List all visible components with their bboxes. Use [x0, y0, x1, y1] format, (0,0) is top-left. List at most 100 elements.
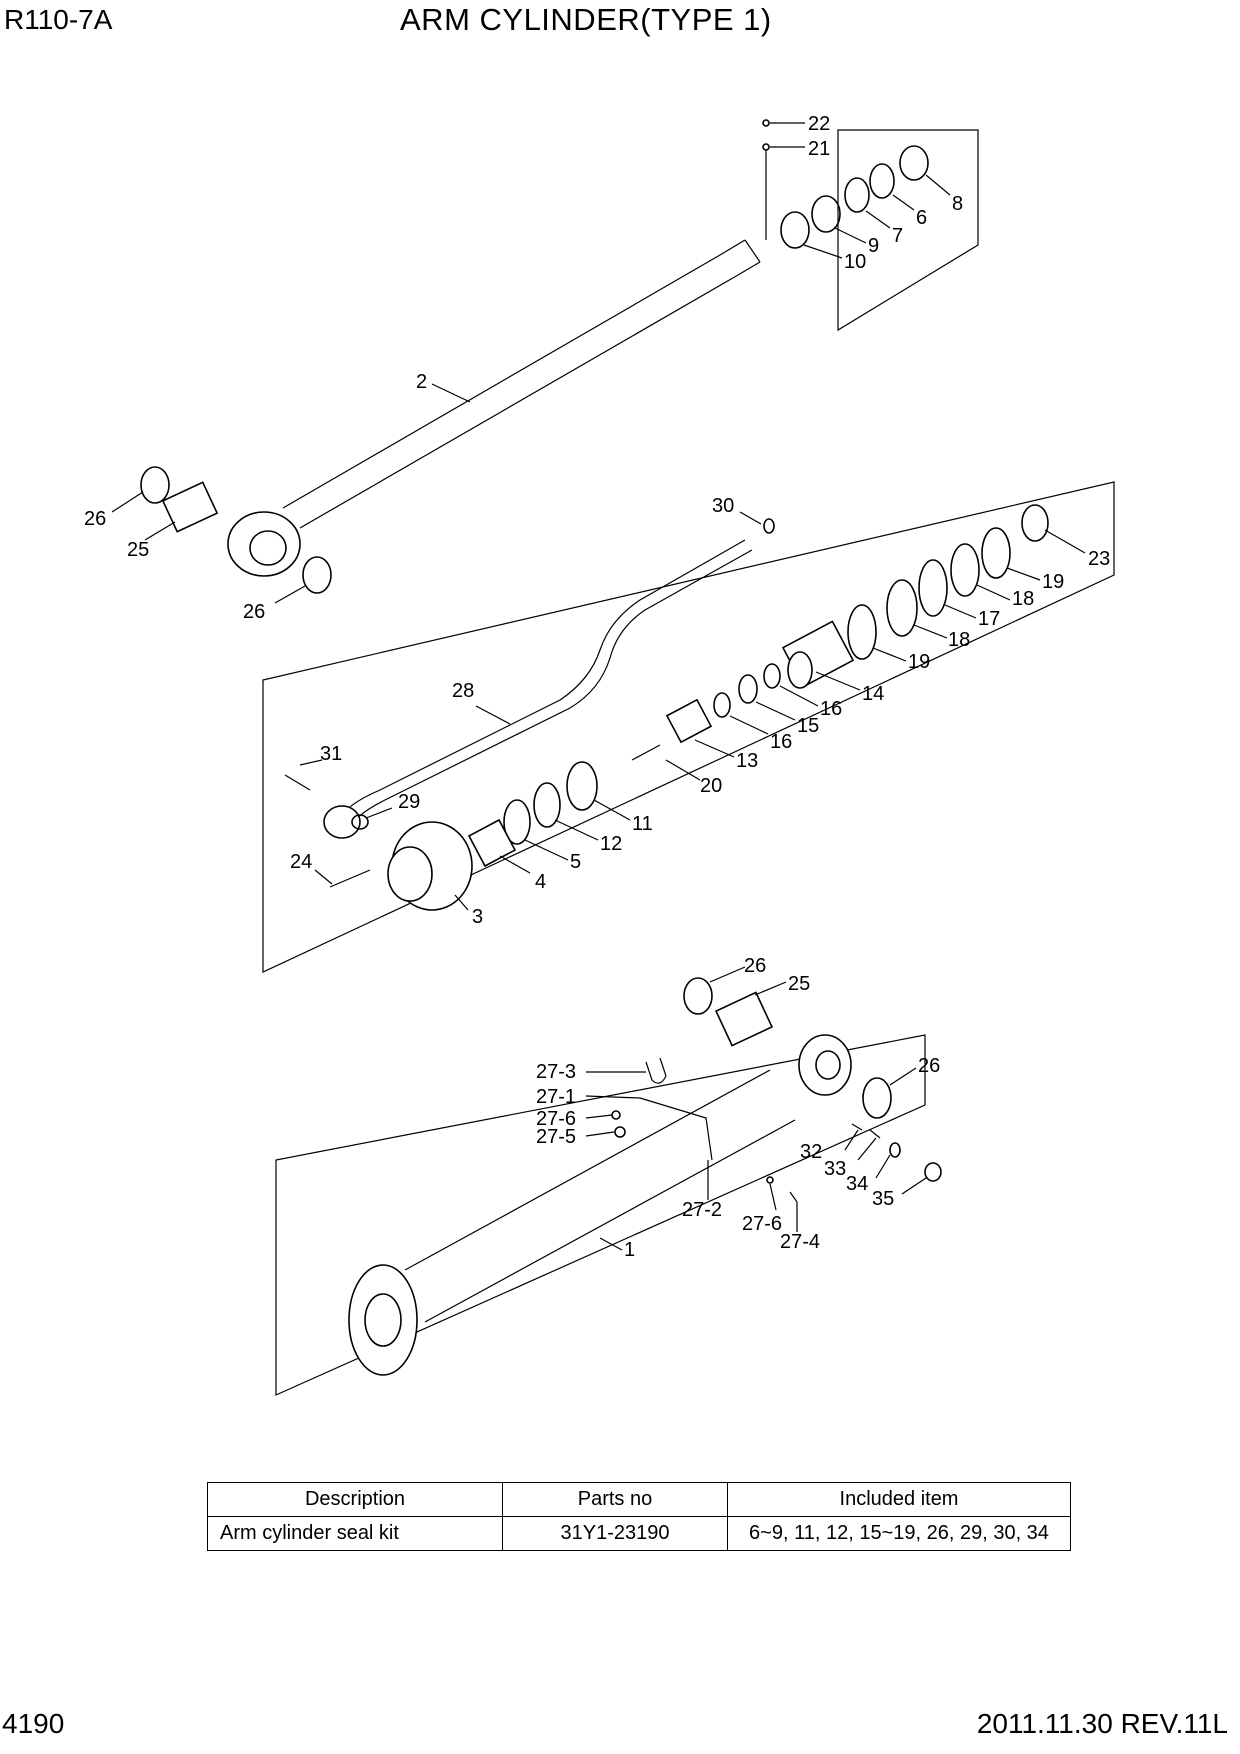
o-ring-11	[566, 761, 598, 811]
pipe-flange	[323, 805, 361, 839]
seal-5	[503, 799, 531, 845]
dust-seal-lower-right	[862, 1077, 892, 1119]
piston-nut-23	[1021, 504, 1049, 542]
callout-15: 15	[797, 715, 819, 737]
callout-18-lower: 18	[948, 629, 970, 651]
callout-27-6-upper: 27-6	[536, 1108, 576, 1130]
nut-27-5	[614, 1126, 626, 1138]
callout-6: 6	[916, 207, 927, 229]
seal-6	[869, 163, 895, 199]
pin-32	[851, 1123, 863, 1131]
ring-19-upper	[981, 527, 1011, 579]
bushing-4	[467, 818, 517, 868]
bolt-31	[284, 774, 311, 791]
callout-19-lower: 19	[908, 651, 930, 673]
callout-24: 24	[290, 851, 312, 873]
callout-20: 20	[700, 775, 722, 797]
callout-30: 30	[712, 495, 734, 517]
page-number: 4190	[2, 1708, 65, 1739]
bolt-24	[329, 869, 371, 888]
callout-9: 9	[868, 235, 879, 257]
ring-18-upper	[950, 543, 980, 597]
tube-group-boundary	[275, 1034, 926, 1396]
bolt-27-4	[789, 1191, 798, 1203]
seal-8	[899, 145, 929, 181]
callout-1: 1	[624, 1239, 635, 1261]
callout-10: 10	[844, 251, 866, 273]
callout-16-lower: 16	[770, 731, 792, 753]
piston-rod	[227, 239, 761, 577]
ring-16-upper	[763, 663, 781, 689]
callout-18-upper: 18	[1012, 588, 1034, 610]
leader-lines	[111, 122, 1086, 1251]
callout-33: 33	[824, 1158, 846, 1180]
callout-27-3: 27-3	[536, 1061, 576, 1083]
callout-17: 17	[978, 608, 1000, 630]
seal-9	[811, 195, 841, 233]
callout-19-upper: 19	[1042, 571, 1064, 593]
dust-seal-upper-left	[140, 466, 170, 504]
part-33	[869, 1129, 881, 1139]
header-description: Description	[207, 1482, 503, 1517]
callout-27-2: 27-2	[682, 1199, 722, 1221]
page-title: ARM CYLINDER(TYPE 1)	[400, 2, 772, 37]
part-21-pin	[762, 143, 770, 151]
piston-group-boundary	[262, 481, 1115, 973]
cushion-ring-13	[665, 698, 713, 744]
callout-27-5: 27-5	[536, 1126, 576, 1148]
rod-end-bushing	[161, 481, 219, 533]
plug-20	[631, 744, 661, 761]
callout-27-1: 27-1	[536, 1086, 576, 1108]
callout-21: 21	[808, 138, 830, 160]
callout-27-6-lower: 27-6	[742, 1213, 782, 1235]
pipe	[339, 539, 746, 821]
nut-27-6a	[611, 1110, 621, 1120]
piston-14	[781, 620, 855, 689]
callout-22: 22	[808, 113, 830, 135]
cylinder-tube	[348, 1034, 852, 1376]
seal-17	[918, 559, 948, 617]
o-ring-29	[351, 814, 369, 830]
callout-26-lower-top: 26	[744, 955, 766, 977]
callout-29: 29	[398, 791, 420, 813]
dust-seal-lower-left	[683, 977, 713, 1015]
cell-description: Arm cylinder seal kit	[207, 1516, 503, 1551]
callout-23: 23	[1088, 548, 1110, 570]
callout-labels: 22 21 8 6 7 9 10 2 26 25 26 30 23 19 18 …	[84, 113, 1110, 1261]
seal-7	[844, 177, 870, 213]
callout-26-upper-left: 26	[84, 508, 106, 530]
callout-32: 32	[800, 1141, 822, 1163]
o-ring-34	[889, 1142, 901, 1158]
model-code: R110-7A	[4, 4, 113, 35]
callout-25-upper: 25	[127, 539, 149, 561]
header-parts-no: Parts no	[502, 1482, 728, 1517]
callout-14: 14	[862, 683, 884, 705]
bushing-25-lower	[714, 991, 774, 1047]
callout-35: 35	[872, 1188, 894, 1210]
plug-35	[924, 1162, 942, 1182]
o-ring-30	[763, 518, 775, 534]
callout-31: 31	[320, 743, 342, 765]
callout-7: 7	[892, 225, 903, 247]
seal-kit-table: Description Parts no Included item Arm c…	[207, 1482, 1071, 1551]
callout-27-4: 27-4	[780, 1231, 820, 1253]
callout-11: 11	[632, 813, 653, 835]
header-included-item: Included item	[727, 1482, 1071, 1517]
callout-26-upper-right: 26	[243, 601, 265, 623]
callout-13: 13	[736, 750, 758, 772]
callout-3: 3	[472, 906, 483, 928]
ring-18-lower	[886, 579, 918, 637]
callout-12: 12	[600, 833, 622, 855]
revision-date: 2011.11.30 REV.11L	[976, 1708, 1228, 1739]
gland-3	[387, 821, 473, 911]
callout-25-lower: 25	[788, 973, 810, 995]
callout-34: 34	[846, 1173, 868, 1195]
washer-27-6b	[766, 1176, 774, 1184]
callout-4: 4	[535, 871, 546, 893]
ring-16-lower	[713, 692, 731, 718]
clamp	[639, 1097, 713, 1161]
table-row: Arm cylinder seal kit 31Y1-23190 6~9, 11…	[207, 1516, 1071, 1551]
cell-included-item: 6~9, 11, 12, 15~19, 26, 29, 30, 34	[727, 1516, 1071, 1551]
ring-19-lower	[847, 604, 877, 660]
